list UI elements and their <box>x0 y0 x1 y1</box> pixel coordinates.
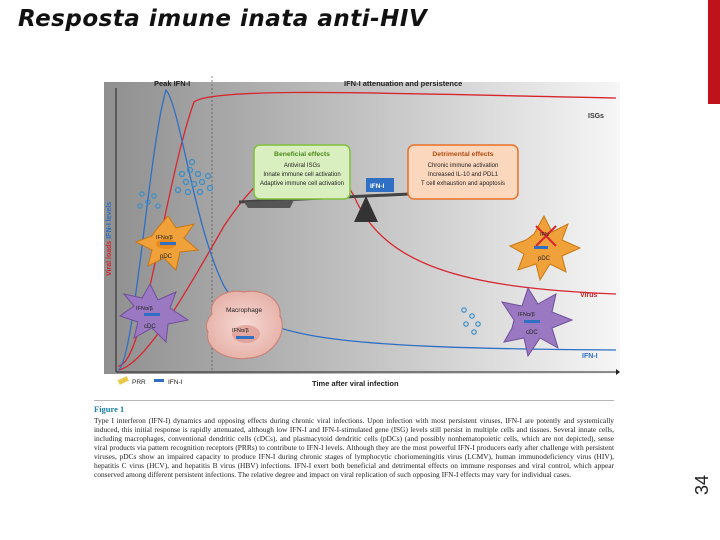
y-axis-label: Viral loads IFN-I levels <box>106 202 113 276</box>
detrimental-item: T cell exhaustion and apoptosis <box>421 181 505 187</box>
detrimental-item: Increased IL-10 and PDL1 <box>428 172 499 178</box>
x-axis-label: Time after viral infection <box>312 379 399 388</box>
caption-body: Type I interferon (IFN-I) dynamics and o… <box>94 416 614 479</box>
beneficial-item: Adaptive immune cell activation <box>260 181 344 187</box>
page-number: 34 <box>692 455 714 495</box>
beneficial-title: Beneficial effects <box>274 151 330 158</box>
header-attenuation: IFN-I attenuation and persistence <box>344 79 462 88</box>
prr-legend-label: PRR <box>132 379 146 386</box>
ifn-curve-label: IFN-I <box>582 353 598 360</box>
cdc-right-receptor-label: IFNα/β <box>518 312 535 318</box>
detrimental-item: Chronic immune activation <box>428 163 499 169</box>
pdc-top-receptor-label: IFNα/β <box>156 235 173 241</box>
isg-curve-label: ISGs <box>588 113 604 120</box>
caption-heading: Figure 1 <box>94 404 624 414</box>
accent-bar <box>708 0 720 104</box>
slide-title: Resposta imune inata anti-HIV <box>18 6 427 32</box>
beneficial-item: Antiviral ISGs <box>284 163 320 169</box>
figure-legend: PRR IFN-I <box>118 376 183 386</box>
ifn-legend-swatch <box>154 379 164 382</box>
fulcrum-label: IFN-I <box>370 183 385 190</box>
beneficial-item: Innate immune cell activation <box>263 172 340 178</box>
macrophage-receptor-label: IFNα/β <box>232 328 249 334</box>
macrophage-cell: Macrophage IFNα/β <box>206 291 282 359</box>
pdc-right-receptor-label: IFN <box>540 232 549 238</box>
caption-divider <box>94 400 614 401</box>
cdc-right-label: cDC <box>526 330 538 336</box>
figure: Peak IFN-I IFN-I attenuation and persist… <box>104 66 620 396</box>
ifn-legend-label: IFN-I <box>168 379 183 386</box>
pdc-top-label: pDC <box>160 254 173 260</box>
prr-legend-swatch <box>118 376 129 385</box>
detrimental-box: Detrimental effects Chronic immune activ… <box>408 145 518 199</box>
cdc-left-label: cDC <box>144 324 156 330</box>
macrophage-label: Macrophage <box>226 307 263 314</box>
header-peak-ifn: Peak IFN-I <box>154 79 190 88</box>
virus-curve-label: Virus <box>580 292 597 299</box>
beneficial-box: Beneficial effects Antiviral ISGs Innate… <box>254 145 350 199</box>
figure-diagram: Peak IFN-I IFN-I attenuation and persist… <box>104 66 620 396</box>
cdc-left-receptor-label: IFNα/β <box>136 306 153 312</box>
detrimental-title: Detrimental effects <box>432 151 493 158</box>
pdc-right-label: pDC <box>538 256 551 262</box>
figure-caption: Figure 1 Type I interferon (IFN-I) dynam… <box>94 400 624 479</box>
